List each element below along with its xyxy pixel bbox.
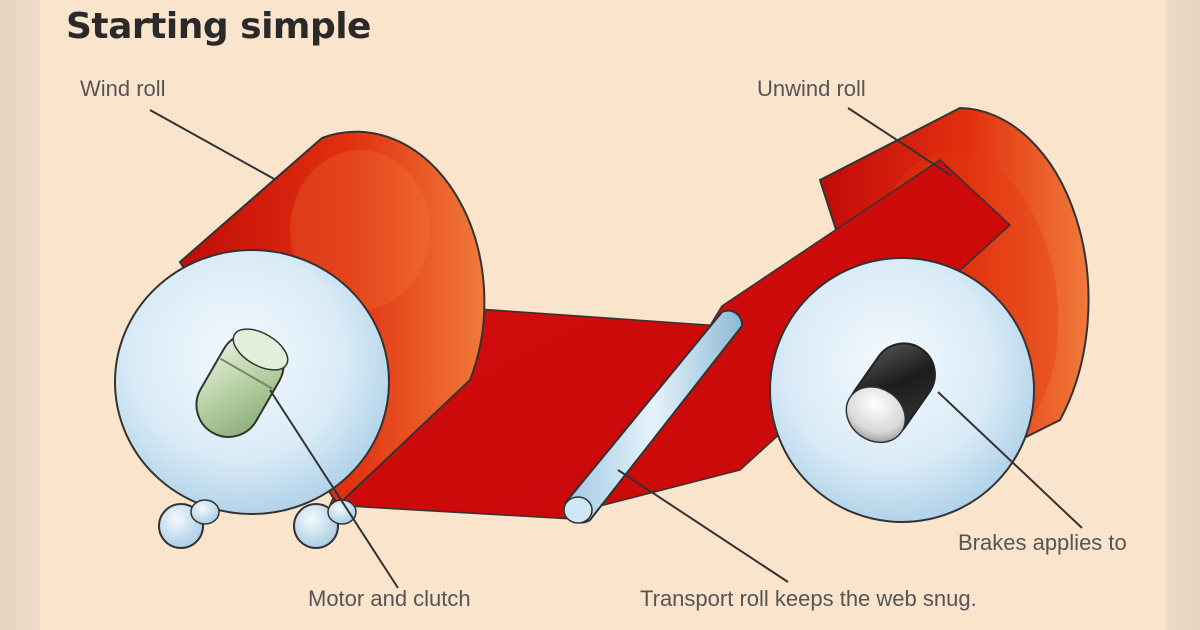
label-brakes: Brakes applies to <box>958 530 1127 555</box>
right-border <box>1166 0 1200 630</box>
label-wind-roll: Wind roll <box>80 76 166 101</box>
leader-wind-roll <box>149 109 277 181</box>
left-border <box>0 0 40 630</box>
leader-lines <box>149 107 1083 589</box>
leader-brakes <box>937 391 1083 529</box>
leader-transport-roll <box>617 469 789 583</box>
motor-clutch-hub <box>195 328 289 438</box>
label-motor-clutch: Motor and clutch <box>308 586 471 611</box>
leader-unwind-roll <box>847 107 953 177</box>
support-wheels <box>158 499 357 549</box>
label-transport-roll: Transport roll keeps the web snug. <box>640 586 977 611</box>
label-unwind-roll: Unwind roll <box>757 76 866 101</box>
leader-motor-clutch <box>269 389 399 589</box>
brake-hub <box>845 342 936 444</box>
diagram-title: Starting simple <box>66 6 371 47</box>
transport-roll <box>563 309 744 524</box>
